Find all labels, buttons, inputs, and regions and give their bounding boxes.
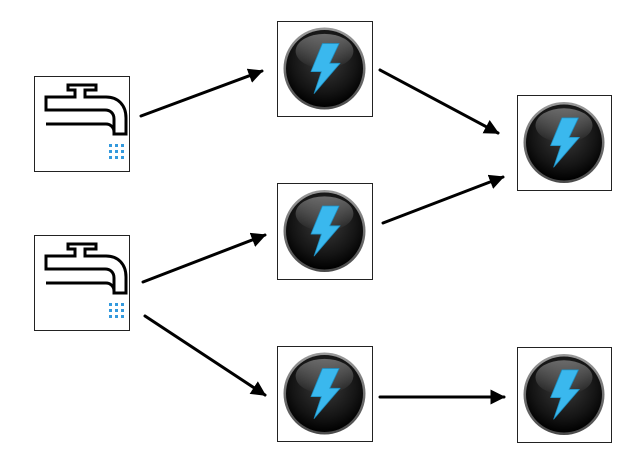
node-processor-2 (277, 183, 373, 280)
node-sink-2 (517, 347, 612, 443)
arrow-source-2-to-processor-3 (143, 314, 267, 397)
lightning-bolt-icon (523, 102, 605, 183)
arrow-processor-1-to-sink-1 (378, 68, 500, 135)
node-sink-1 (517, 95, 612, 191)
node-source-2 (34, 235, 130, 331)
water-tap-icon (44, 242, 128, 318)
lightning-bolt-icon (283, 190, 366, 272)
node-source-1 (34, 76, 130, 172)
arrow-processor-2-to-sink-1 (381, 174, 505, 225)
nodes-layer (34, 21, 612, 443)
lightning-bolt-icon (283, 352, 366, 435)
edges-layer (139, 68, 506, 405)
node-processor-3 (277, 346, 373, 442)
arrow-source-2-to-processor-2 (141, 232, 267, 284)
arrow-source-1-to-processor-1 (139, 68, 264, 118)
lightning-bolt-icon (283, 27, 366, 110)
lightning-bolt-icon (523, 354, 605, 435)
water-tap-icon (44, 83, 128, 159)
node-processor-1 (277, 21, 373, 117)
